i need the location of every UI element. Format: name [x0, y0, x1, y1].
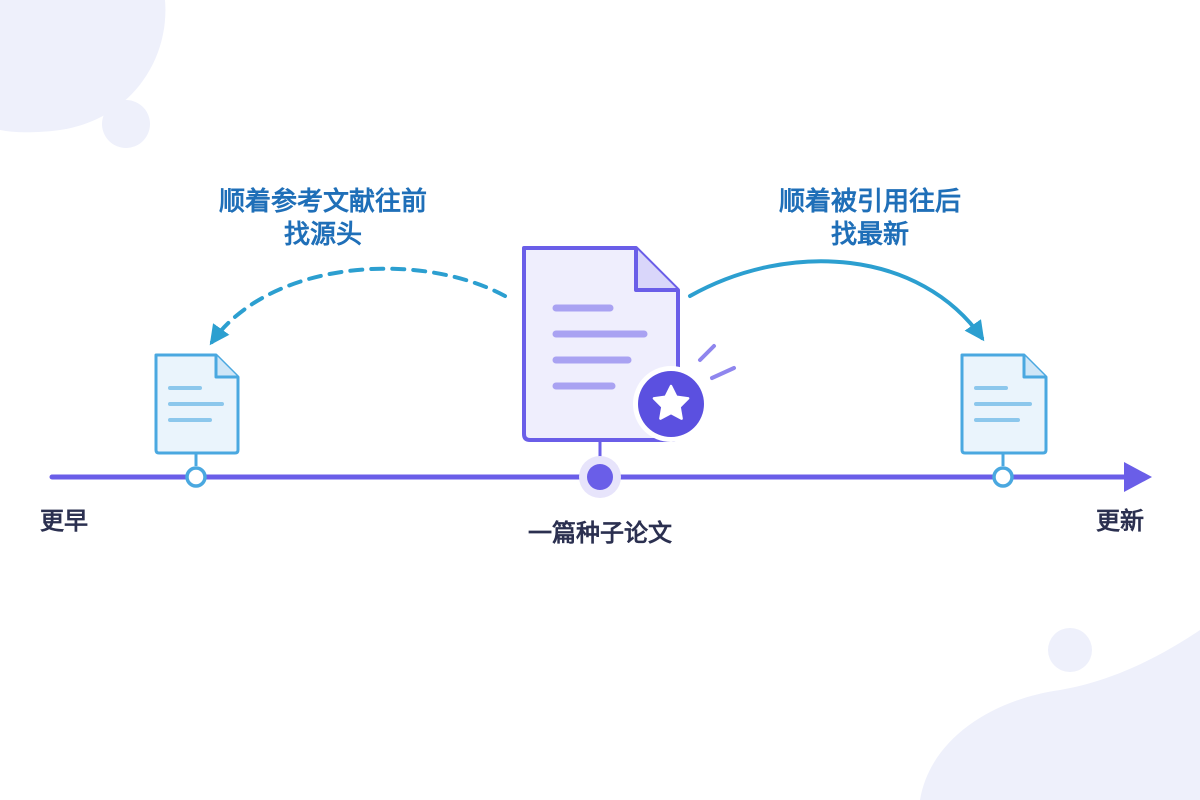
background-dot-bottom-right: [1048, 628, 1092, 672]
background-blob-bottom-right: [920, 630, 1200, 800]
timeline-end-label: 更新: [1096, 507, 1144, 535]
right-caption-line2: 找最新: [830, 219, 909, 250]
background-dot-top-left: [102, 100, 150, 148]
star-badge-icon: [633, 344, 736, 442]
timeline-start-label: 更早: [40, 507, 88, 535]
left-caption: 顺着参考文献往前 找源头: [188, 186, 458, 251]
right-caption-line1: 顺着被引用往后: [778, 187, 961, 217]
backward-arrow-references: [209, 266, 507, 346]
background-blob-top-left: [0, 0, 166, 133]
timeline-center-label: 一篇种子论文: [528, 519, 672, 547]
timeline-arrowhead: [1124, 462, 1152, 492]
seed-paper-node: [587, 464, 613, 490]
older-paper-document-icon: [154, 353, 240, 466]
left-caption-line2: 找源头: [283, 219, 362, 250]
forward-arrow-citations: [688, 259, 985, 342]
newer-paper-node: [992, 466, 1014, 488]
newer-paper-document-icon: [960, 353, 1048, 466]
older-paper-node: [185, 466, 207, 488]
left-caption-line1: 顺着参考文献往前: [218, 187, 427, 217]
right-caption: 顺着被引用往后 找最新: [735, 186, 1005, 251]
